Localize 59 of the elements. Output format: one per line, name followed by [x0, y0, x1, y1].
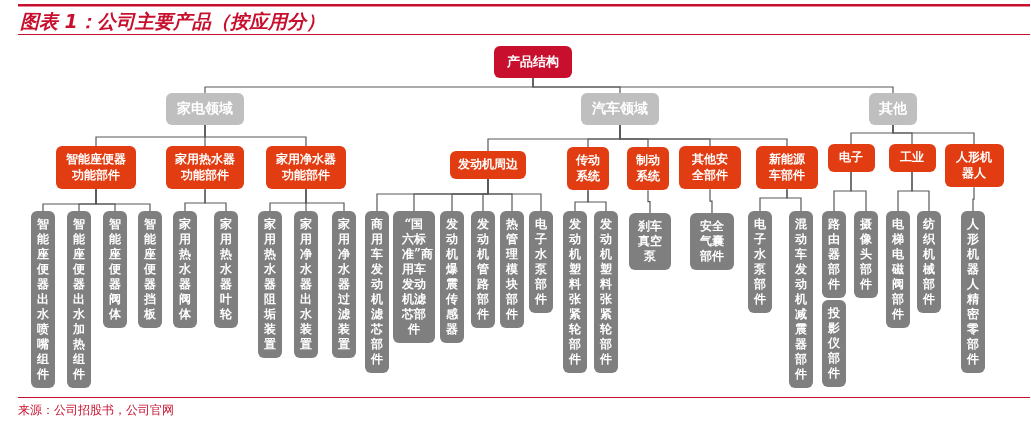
product-box: 电子水泵部件: [748, 211, 772, 313]
connector-line: [892, 124, 975, 145]
product-box: 路由器部件: [822, 211, 846, 298]
connector-line: [487, 178, 542, 212]
subcategory-box: 制动系统: [627, 147, 669, 191]
product-box: 电梯电磁阀部件: [886, 211, 910, 328]
connector-line: [587, 189, 607, 212]
product-box: 智能座便器挡板: [138, 211, 162, 328]
product-box: 家用净水器出水装置: [294, 211, 318, 358]
subcategory-box: 家用热水器功能部件: [166, 146, 244, 190]
product-box: 摄像头部件: [854, 211, 878, 298]
connector-line: [911, 171, 930, 212]
product-box: 刹车真空泵: [629, 213, 671, 270]
subcategory-box: 智能座便器功能部件: [56, 146, 136, 190]
product-box: 电子水泵部件: [529, 211, 553, 313]
product-box: 热管理模块部件: [500, 211, 524, 328]
root-box: 产品结构: [494, 46, 572, 78]
subcategory-box: 家用净水器功能部件: [266, 146, 346, 190]
subcategory-box: 人形机器人: [944, 144, 1004, 188]
category-box: 其他: [869, 93, 917, 125]
source-note: 来源：公司招股书，公司官网: [18, 402, 174, 419]
connector-line: [786, 188, 802, 212]
product-box: 发动机爆震传感器: [440, 211, 464, 343]
product-box: 混动车发动机减震器部件: [789, 211, 813, 388]
chart-title: 图表 1：公司主要产品（按应用分）: [20, 9, 325, 34]
product-box: 发动机塑料张紧轮部件: [594, 211, 618, 373]
category-box: 汽车领域: [581, 93, 659, 125]
connector-line: [972, 186, 975, 212]
product-box: 家用热水器叶轮: [214, 211, 238, 328]
product-box: “国六标准”商用车发动机滤芯部件: [393, 211, 435, 343]
connector-line: [850, 171, 867, 212]
product-box: 人形机器人精密零部件: [961, 211, 985, 373]
category-box: 家电领域: [166, 93, 244, 125]
product-box: 家用热水器阻垢装置: [258, 211, 282, 358]
subcategory-box: 电子: [827, 144, 875, 172]
product-box: 智能座便器出水加热组件: [67, 211, 91, 388]
product-box: 安全气囊部件: [690, 213, 734, 270]
connector-line: [709, 188, 713, 214]
subcategory-box: 新能源车部件: [756, 146, 818, 190]
connector-line: [95, 188, 151, 212]
product-box: 发动机塑料张紧轮部件: [563, 211, 587, 373]
connector-line: [647, 189, 651, 214]
product-box: 投影仪部件: [822, 300, 846, 387]
product-box: 智能座便器阀体: [103, 211, 127, 328]
connector-line: [305, 188, 345, 212]
subcategory-box: 工业: [888, 144, 936, 172]
subcategory-box: 发动机周边: [450, 151, 526, 179]
product-box: 家用热水器阀体: [173, 211, 197, 328]
product-box: 商用车发动机滤芯部件: [365, 211, 389, 373]
subcategory-box: 其他安全部件: [679, 146, 741, 190]
subcategory-box: 传动系统: [567, 147, 609, 191]
product-box: 纺织机械部件: [917, 211, 941, 313]
connector-line: [204, 124, 307, 147]
connector-line: [619, 124, 788, 147]
product-box: 智能座便器出水喷嘴组件: [31, 211, 55, 388]
product-box: 发动机管路部件: [471, 211, 495, 328]
connector-line: [204, 188, 227, 212]
product-box: 家用净水器过滤装置: [332, 211, 356, 358]
connector-line: [532, 77, 894, 94]
